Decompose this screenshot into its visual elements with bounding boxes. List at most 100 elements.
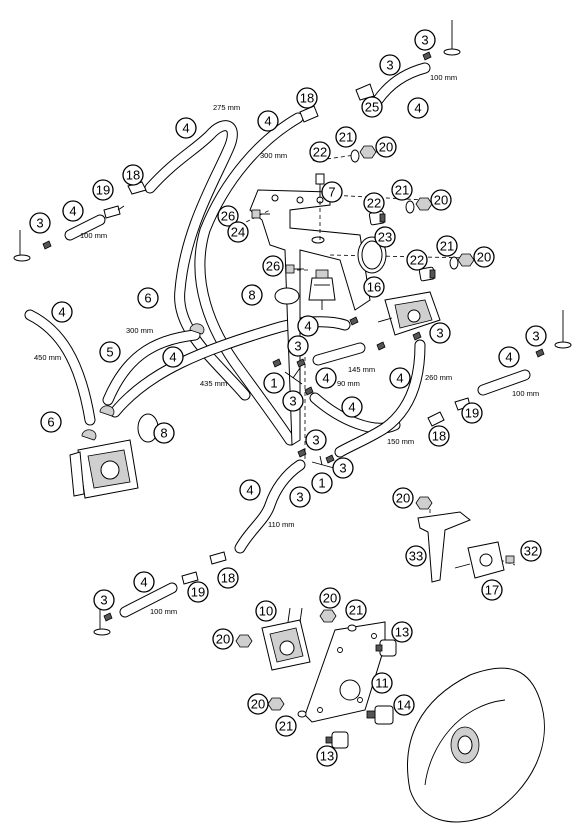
callout-19: 19 bbox=[92, 179, 114, 201]
callout-3: 3 bbox=[332, 457, 354, 479]
svg-text:4: 4 bbox=[396, 371, 403, 386]
fuel-pump-lower bbox=[261, 607, 311, 671]
svg-text:4: 4 bbox=[140, 575, 147, 590]
hose-clamp-upper bbox=[274, 287, 300, 305]
svg-text:19: 19 bbox=[96, 183, 110, 198]
callout-8: 8 bbox=[241, 284, 263, 306]
callout-8: 8 bbox=[153, 422, 175, 444]
rubber-dampers bbox=[325, 639, 397, 749]
callout-19: 19 bbox=[187, 581, 209, 603]
callout-5: 5 bbox=[99, 341, 121, 363]
callout-4: 4 bbox=[257, 110, 279, 132]
svg-text:17: 17 bbox=[485, 583, 499, 598]
svg-text:3: 3 bbox=[421, 33, 428, 48]
svg-text:26: 26 bbox=[266, 259, 280, 274]
callout-19: 19 bbox=[461, 402, 483, 424]
svg-text:20: 20 bbox=[477, 250, 491, 265]
svg-text:11: 11 bbox=[375, 676, 389, 691]
fuel-taps bbox=[13, 20, 572, 636]
dim-450: 450 mm bbox=[34, 353, 61, 362]
svg-text:4: 4 bbox=[304, 319, 311, 334]
svg-text:7: 7 bbox=[328, 185, 335, 200]
svg-text:18: 18 bbox=[432, 429, 446, 444]
dim-100-top: 100 mm bbox=[430, 73, 457, 82]
fuel-filter bbox=[308, 269, 336, 310]
callout-6: 6 bbox=[40, 411, 62, 433]
fuel-pump-left bbox=[69, 439, 139, 499]
callout-4: 4 bbox=[51, 301, 73, 323]
svg-text:20: 20 bbox=[396, 491, 410, 506]
svg-text:23: 23 bbox=[378, 230, 392, 245]
callout-4: 4 bbox=[162, 346, 184, 368]
svg-text:13: 13 bbox=[320, 749, 334, 764]
svg-text:32: 32 bbox=[524, 544, 538, 559]
svg-text:33: 33 bbox=[409, 549, 423, 564]
svg-text:3: 3 bbox=[100, 593, 107, 608]
dim-100-bottom: 100 mm bbox=[150, 607, 177, 616]
svg-text:3: 3 bbox=[436, 326, 443, 341]
callout-26: 26 bbox=[262, 255, 284, 277]
svg-text:18: 18 bbox=[126, 168, 140, 183]
dimension-labels: 100 mm 275 mm 300 mm 100 mm 300 mm 450 m… bbox=[34, 73, 539, 616]
spring-clips bbox=[81, 323, 205, 441]
dim-300-top: 300 mm bbox=[260, 151, 287, 160]
svg-text:4: 4 bbox=[505, 350, 512, 365]
callout-3: 3 bbox=[93, 589, 115, 611]
callout-22: 22 bbox=[406, 249, 428, 271]
small-clamps bbox=[42, 51, 545, 622]
fittings bbox=[103, 83, 471, 585]
callout-11: 11 bbox=[371, 672, 393, 694]
svg-text:4: 4 bbox=[414, 101, 421, 116]
callout-3: 3 bbox=[282, 390, 304, 412]
callout-16: 16 bbox=[363, 276, 385, 298]
svg-text:4: 4 bbox=[58, 305, 65, 320]
svg-text:3: 3 bbox=[339, 461, 346, 476]
svg-text:6: 6 bbox=[144, 291, 151, 306]
lower-nuts bbox=[235, 609, 357, 718]
callout-10: 10 bbox=[255, 600, 277, 622]
svg-text:3: 3 bbox=[289, 394, 296, 409]
callout-20: 20 bbox=[430, 189, 452, 211]
callout-4: 4 bbox=[133, 571, 155, 593]
fuel-pump-upper bbox=[377, 291, 441, 336]
callout-3: 3 bbox=[289, 486, 311, 508]
svg-text:6: 6 bbox=[47, 415, 54, 430]
callout-13: 13 bbox=[316, 745, 338, 767]
svg-text:16: 16 bbox=[367, 280, 381, 295]
svg-text:3: 3 bbox=[294, 339, 301, 354]
svg-text:20: 20 bbox=[434, 193, 448, 208]
svg-text:24: 24 bbox=[231, 225, 245, 240]
dim-90: 90 mm bbox=[337, 379, 360, 388]
svg-text:8: 8 bbox=[160, 426, 167, 441]
callout-23: 23 bbox=[374, 226, 396, 248]
washers-and-nuts bbox=[350, 145, 475, 270]
svg-text:1: 1 bbox=[270, 376, 277, 391]
dim-145: 145 mm bbox=[348, 365, 375, 374]
svg-text:21: 21 bbox=[279, 719, 293, 734]
svg-text:19: 19 bbox=[191, 585, 205, 600]
callout-1: 1 bbox=[311, 472, 333, 494]
callout-13: 13 bbox=[391, 621, 413, 643]
callout-17: 17 bbox=[481, 579, 503, 601]
dim-100-left: 100 mm bbox=[80, 231, 107, 240]
callout-3: 3 bbox=[29, 212, 51, 234]
mounting-plate bbox=[304, 621, 386, 723]
callout-4: 4 bbox=[62, 200, 84, 222]
callout-18: 18 bbox=[428, 425, 450, 447]
callout-20: 20 bbox=[375, 136, 397, 158]
callout-18: 18 bbox=[122, 164, 144, 186]
svg-text:25: 25 bbox=[365, 100, 379, 115]
callout-21: 21 bbox=[436, 235, 458, 257]
callouts: 3 3 25 4 18 4 4 21 20 22 18 19 7 21 20 2… bbox=[29, 29, 547, 767]
svg-text:1: 1 bbox=[318, 476, 325, 491]
svg-text:21: 21 bbox=[440, 239, 454, 254]
callout-20: 20 bbox=[392, 487, 414, 509]
callout-3: 3 bbox=[379, 54, 401, 76]
callout-32: 32 bbox=[520, 540, 542, 562]
svg-text:20: 20 bbox=[251, 697, 265, 712]
dim-260: 260 mm bbox=[425, 373, 452, 382]
svg-text:20: 20 bbox=[323, 591, 337, 606]
callout-24: 24 bbox=[227, 221, 249, 243]
callout-21: 21 bbox=[275, 715, 297, 737]
callout-18: 18 bbox=[296, 87, 318, 109]
